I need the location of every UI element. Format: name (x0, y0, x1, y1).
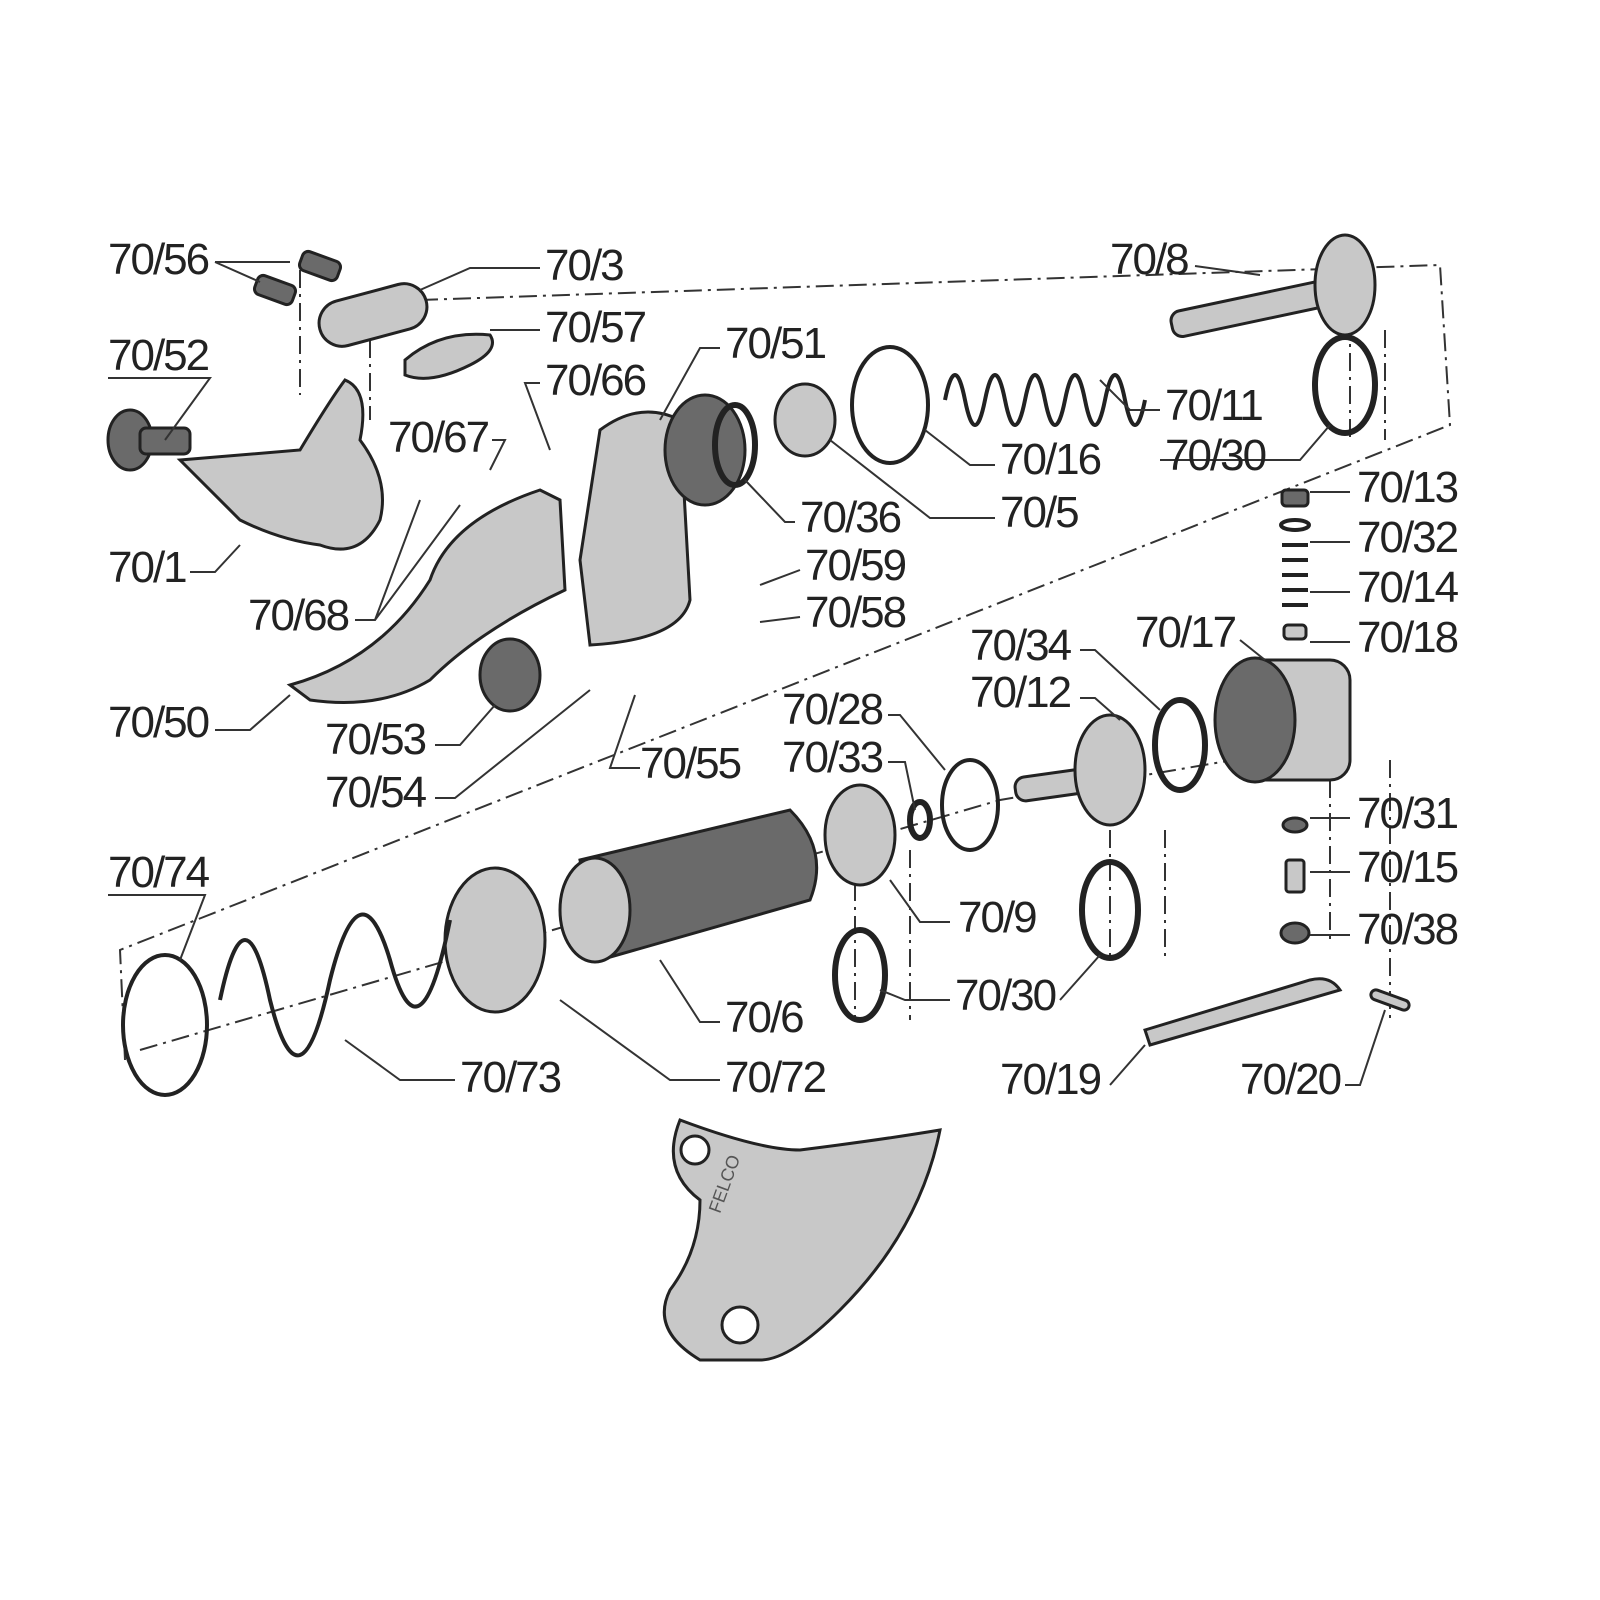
part-70-52-bolt (106, 408, 192, 472)
label-70-57: 70/57 (545, 303, 646, 352)
label-70-31: 70/31 (1357, 789, 1458, 838)
part-70-33-oring-small (907, 799, 933, 841)
label-70-11: 70/11 (1165, 381, 1262, 430)
part-70-50-handle (286, 488, 567, 704)
label-70-50: 70/50 (108, 698, 209, 747)
part-70-74-shim (121, 953, 209, 1097)
part-70-6-handle-sleeve (558, 808, 819, 964)
label-70-68: 70/68 (248, 591, 349, 640)
part-70-8-shaft (1169, 233, 1377, 339)
part-70-30-oring-low (832, 927, 888, 1023)
label-70-14: 70/14 (1357, 563, 1459, 612)
label-70-30-bottom: 70/30 (955, 971, 1056, 1020)
part-70-1-anvil-blade (176, 378, 384, 551)
label-70-51: 70/51 (725, 319, 826, 368)
part-70-51-head (578, 410, 692, 647)
part-70-13-to-70-18-valve (1279, 488, 1311, 641)
part-70-36-ring (712, 402, 758, 488)
label-70-9: 70/9 (958, 893, 1036, 942)
part-70-56-screws (252, 249, 343, 307)
label-70-33: 70/33 (782, 733, 883, 782)
part-70-72-washer (443, 866, 547, 1014)
leader-lines (108, 261, 1386, 1086)
part-labels: 70/56 70/3 70/57 70/52 70/51 70/66 70/67… (108, 235, 1461, 1104)
part-70-34-oring (1152, 697, 1208, 793)
part-70-11-spring (943, 373, 1147, 427)
label-70-20: 70/20 (1240, 1055, 1341, 1104)
label-70-19: 70/19 (1000, 1055, 1101, 1104)
label-70-3: 70/3 (545, 241, 623, 290)
label-70-30-top: 70/30 (1165, 431, 1266, 480)
part-70-57-spring-clip (403, 332, 494, 380)
label-70-67: 70/67 (388, 413, 489, 462)
label-70-72: 70/72 (725, 1053, 826, 1102)
label-70-34: 70/34 (970, 621, 1072, 670)
label-70-52: 70/52 (108, 331, 209, 380)
label-70-18: 70/18 (1357, 613, 1458, 662)
replacement-blade: FELCO (662, 1118, 942, 1362)
assembly-axes (118, 263, 1452, 1061)
label-70-58: 70/58 (805, 588, 906, 637)
label-70-15: 70/15 (1357, 843, 1458, 892)
part-70-16-nut (850, 345, 930, 465)
part-70-12-piston (1013, 713, 1147, 827)
part-70-51-thread (663, 393, 747, 507)
part-70-30-oring-mid (1079, 859, 1141, 961)
label-70-16: 70/16 (1000, 435, 1101, 484)
label-70-36: 70/36 (800, 493, 901, 542)
label-70-74: 70/74 (108, 848, 210, 897)
label-70-28: 70/28 (782, 685, 883, 734)
label-70-55: 70/55 (640, 739, 741, 788)
part-70-9-cap (823, 783, 897, 887)
label-70-12: 70/12 (970, 668, 1071, 717)
label-70-56: 70/56 (108, 235, 209, 284)
label-70-32: 70/32 (1357, 513, 1458, 562)
part-70-53-gear (478, 637, 542, 713)
label-70-73: 70/73 (460, 1053, 561, 1102)
part-70-31-15-38-fittings (1279, 816, 1311, 945)
part-70-19-lever (1143, 977, 1343, 1047)
label-70-5: 70/5 (1000, 488, 1078, 537)
label-70-59: 70/59 (805, 541, 906, 590)
label-70-8: 70/8 (1110, 235, 1188, 284)
part-70-30-oring-top (1312, 334, 1378, 436)
part-70-17-cylinder (1213, 656, 1352, 784)
label-70-17: 70/17 (1135, 608, 1236, 657)
part-70-5-bushing (773, 382, 837, 458)
label-70-53: 70/53 (325, 715, 426, 764)
label-70-54: 70/54 (325, 768, 427, 817)
part-70-20-pin (1369, 988, 1411, 1012)
label-70-1: 70/1 (108, 543, 186, 592)
part-70-3-link (317, 282, 429, 348)
label-70-13: 70/13 (1357, 463, 1458, 512)
label-70-38: 70/38 (1357, 905, 1458, 954)
label-70-6: 70/6 (725, 993, 803, 1042)
part-70-28-circlip (940, 758, 1000, 852)
label-70-66: 70/66 (545, 356, 646, 405)
part-70-73-spring (218, 912, 452, 1058)
